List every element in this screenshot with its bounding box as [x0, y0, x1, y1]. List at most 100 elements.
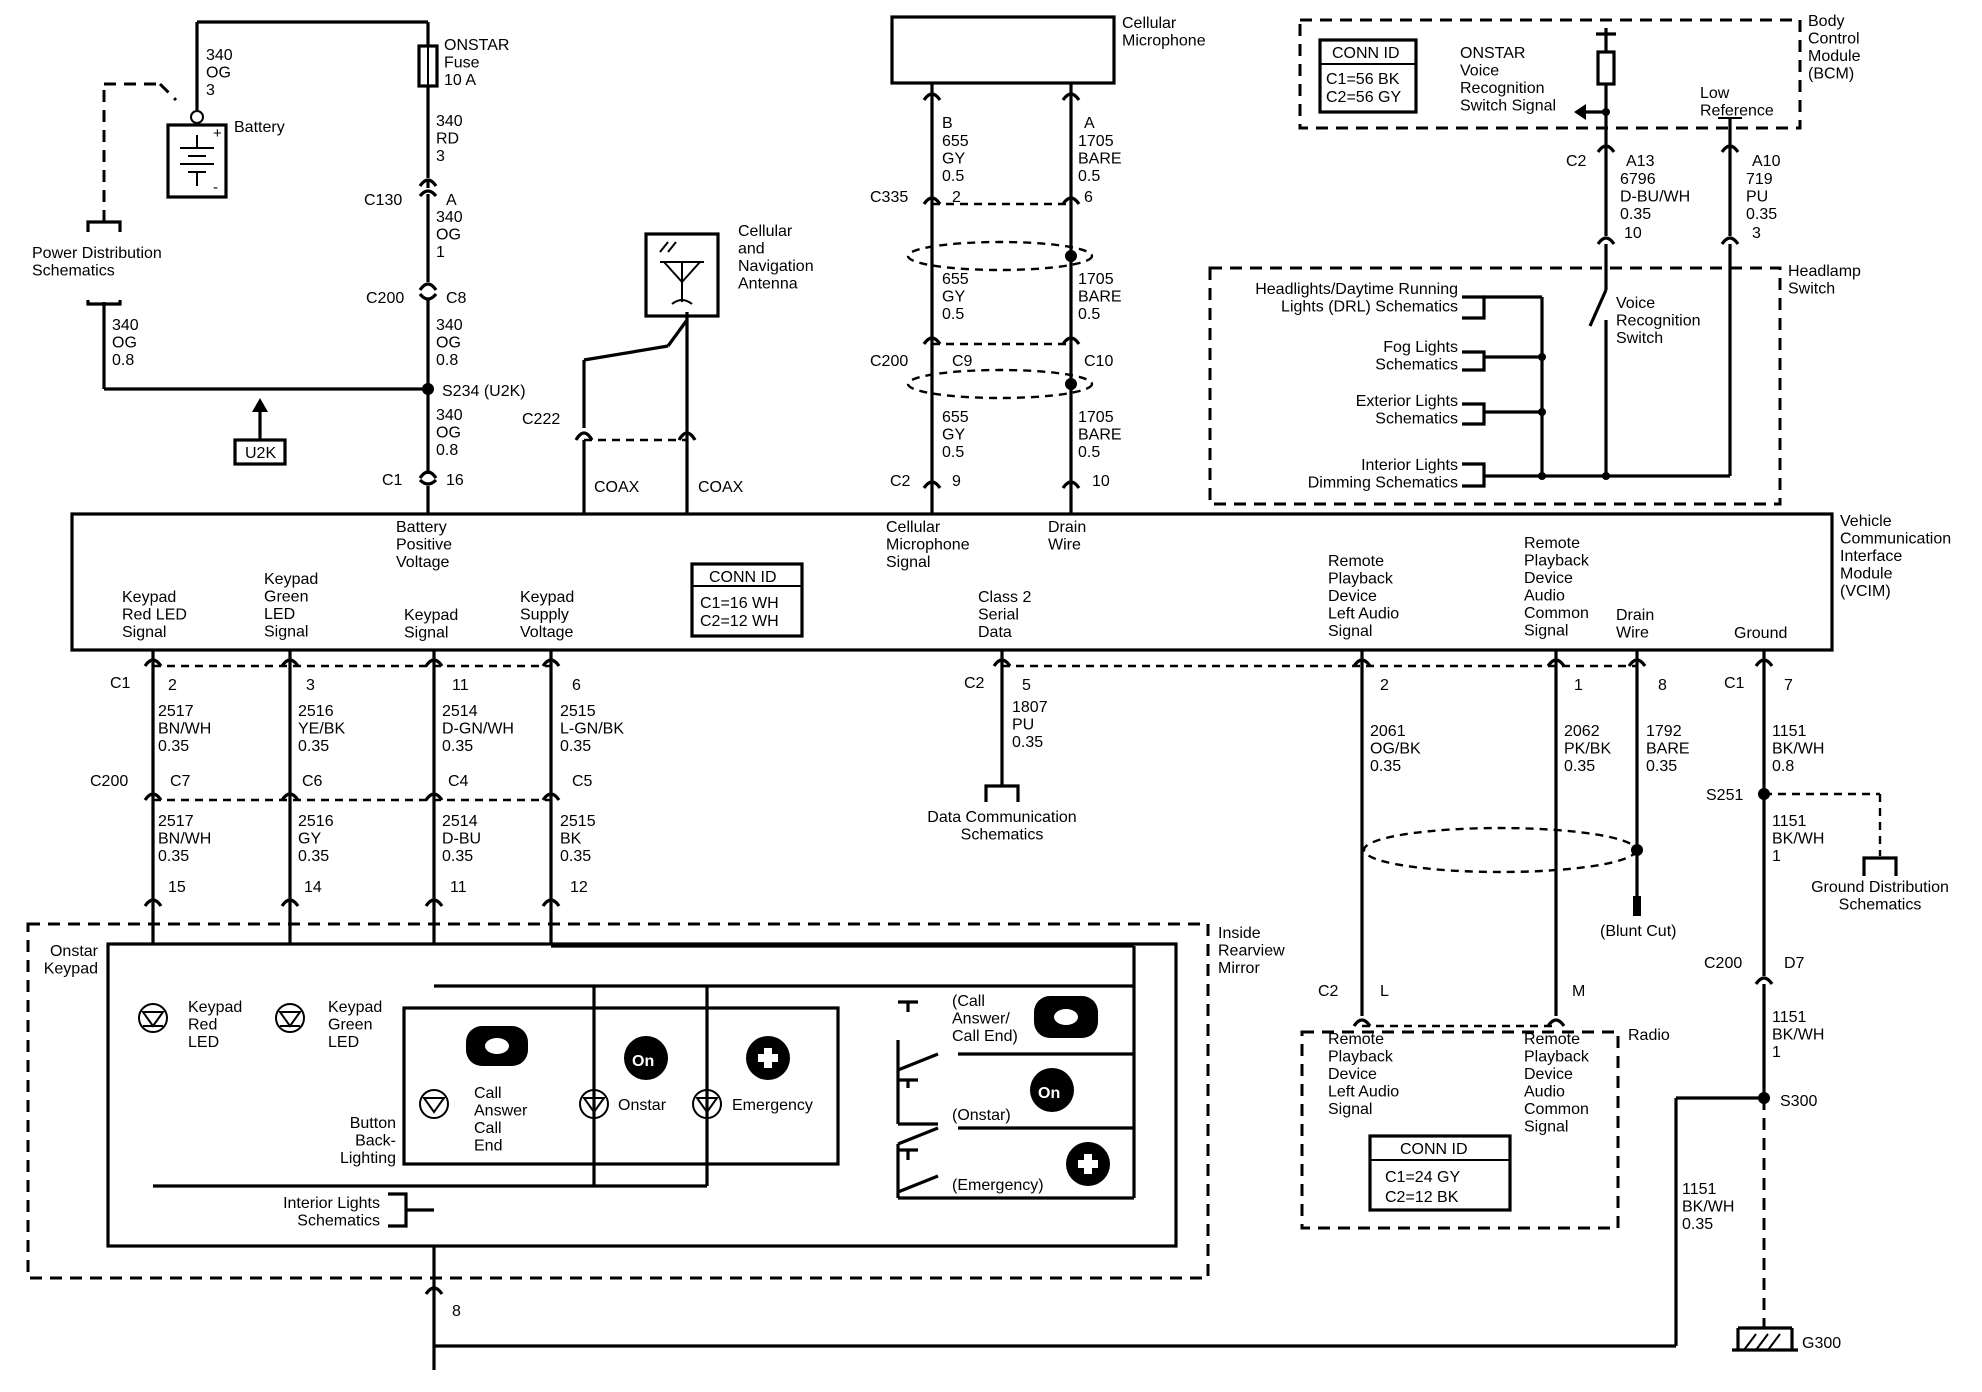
svg-text:-: - — [213, 179, 218, 196]
connector-label: A13 — [1626, 153, 1655, 170]
connector-label: B — [942, 115, 953, 132]
connector-label: C2 — [890, 473, 911, 490]
connector-label: C200 — [1704, 955, 1742, 972]
coax-label-left: COAX — [594, 479, 640, 496]
radio-conn-c2: C2=12 BK — [1385, 1189, 1459, 1206]
antenna-section: COAX COAX — [574, 232, 744, 514]
connector-label: 14 — [304, 879, 322, 896]
connector-labels: C130 A C200 C8 C1 16 C222 C335 B A 2 6 C… — [90, 115, 1817, 1320]
connector-label: 2 — [168, 677, 177, 694]
connector-label: S300 — [1780, 1093, 1817, 1110]
connector-label: C10 — [1084, 353, 1113, 370]
headlamp-switch-dashed-box — [1208, 266, 1782, 506]
bcm-section: CONN ID C1=56 BK C2=56 GY — [1298, 18, 1802, 476]
connector-label: 12 — [570, 879, 588, 896]
connector-label: 5 — [1022, 677, 1031, 694]
connector-label: C200 — [90, 773, 128, 790]
svg-text:+: + — [213, 125, 222, 142]
connector-label: C8 — [446, 290, 467, 307]
onstar-switch-icon — [1030, 1068, 1074, 1112]
coax-label-right: COAX — [698, 479, 744, 496]
microphone-section — [890, 15, 1116, 514]
connector-label: C1 — [1724, 675, 1745, 692]
connector-label: C2 — [964, 675, 985, 692]
vcim-conn-title: CONN ID — [709, 569, 777, 586]
emergency-button-label: Emergency — [732, 1097, 813, 1114]
headlamp-switch-section — [1208, 266, 1782, 506]
connector-label: C200 — [366, 290, 404, 307]
connector-label: C2 — [1318, 983, 1339, 1000]
radio-conn-title: CONN ID — [1400, 1141, 1468, 1158]
vcim-conn-id-box — [690, 562, 804, 638]
connector-label: 15 — [168, 879, 186, 896]
connector-label: 6 — [572, 677, 581, 694]
vcim-conn-c1: C1=16 WH — [700, 595, 779, 612]
g300-label: G300 — [1802, 1335, 1841, 1352]
inside-mirror-dashed-box — [26, 922, 1210, 1280]
connector-label: 2 — [952, 189, 961, 206]
cellular-microphone-box — [890, 15, 1116, 85]
ground-label: Ground — [1734, 625, 1787, 642]
connector-label: C130 — [364, 192, 402, 209]
connector-label: 1 — [1574, 677, 1583, 694]
switch-emergency-label: (Emergency) — [952, 1177, 1044, 1194]
svg-text:On: On — [632, 1053, 654, 1070]
bcm-conn-c1: C1=56 BK — [1326, 71, 1400, 88]
connector-label: 10 — [1624, 225, 1642, 242]
bcm-dashed-box — [1298, 18, 1802, 130]
button-backlight-box — [402, 1006, 840, 1166]
connector-label: S251 — [1706, 787, 1743, 804]
connector-label: C222 — [522, 411, 560, 428]
onstar-button-icon — [624, 1036, 668, 1080]
radio-section: CONN ID C1=24 GY C2=12 BK — [1300, 1018, 1620, 1230]
connector-label: 2 — [1380, 677, 1389, 694]
connector-label: C5 — [572, 773, 593, 790]
connector-label: 16 — [446, 472, 464, 489]
connector-label: C2 — [1566, 153, 1587, 170]
bcm-conn-id-box — [1318, 38, 1418, 114]
connector-label: 3 — [1752, 225, 1761, 242]
connector-label: 11 — [450, 879, 467, 896]
